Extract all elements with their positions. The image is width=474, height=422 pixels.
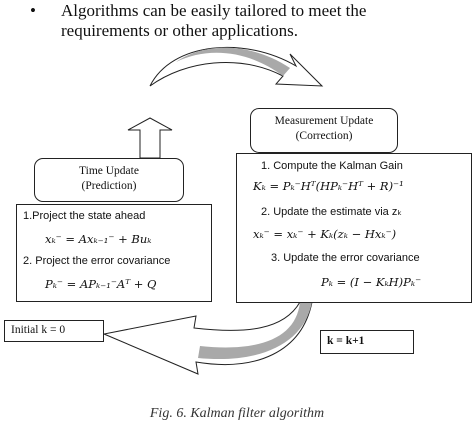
- time-update-body: 1.Project the state ahead xₖ⁻ = Axₖ₋₁⁻ +…: [16, 204, 212, 302]
- measurement-update-header: Measurement Update (Correction): [250, 108, 398, 153]
- initial-k-box: Initial k = 0: [4, 320, 104, 342]
- bullet-symbol: •: [30, 1, 36, 20]
- initial-k-label: Initial k = 0: [11, 324, 66, 336]
- figure-caption: Fig. 6. Kalman filter algorithm: [149, 406, 325, 421]
- mu-eq-update-estimate: xₖ⁻ = xₖ⁻ + Kₖ(zₖ − Hxₖ⁻): [253, 227, 397, 241]
- tu-eq-project-covariance: Pₖ⁻ = APₖ₋₁⁻Aᵀ + Q: [45, 277, 157, 291]
- measurement-update-body: 1. Compute the Kalman Gain Kₖ = Pₖ⁻Hᵀ(HP…: [236, 153, 472, 303]
- tu-step-1: 1.Project the state ahead: [23, 210, 146, 222]
- up-arrow: [127, 117, 173, 159]
- mu-eq-kalman-gain: Kₖ = Pₖ⁻Hᵀ(HPₖ⁻Hᵀ + R)⁻¹: [253, 179, 404, 193]
- mu-step-2: 2. Update the estimate via zₖ: [261, 206, 403, 218]
- top-arrow-shade: [176, 47, 290, 76]
- tu-eq-project-state: xₖ⁻ = Axₖ₋₁⁻ + Buₖ: [45, 232, 152, 246]
- tu-step-2: 2. Project the error covariance: [23, 255, 171, 267]
- time-update-subtitle: (Prediction): [81, 180, 137, 192]
- increment-k-label: k = k+1: [327, 335, 365, 347]
- top-curved-arrow: [149, 46, 324, 87]
- mu-step-3: 3. Update the error covariance: [271, 252, 420, 264]
- measurement-update-title: Measurement Update: [274, 115, 374, 127]
- measurement-update-subtitle: (Correction): [295, 130, 353, 142]
- mu-eq-error-covariance: Pₖ = (I − KₖH)Pₖ⁻: [321, 275, 422, 289]
- bottom-curved-arrow: [102, 301, 313, 375]
- time-update-title: Time Update: [79, 165, 139, 177]
- increment-k-box: k = k+1: [320, 330, 414, 354]
- bullet-line-1: Algorithms can be easily tailored to mee…: [61, 1, 367, 20]
- time-update-header: Time Update (Prediction): [34, 158, 184, 202]
- mu-step-1: 1. Compute the Kalman Gain: [261, 160, 403, 172]
- bullet-line-2: requirements or other applications.: [61, 21, 298, 40]
- bottom-arrow-shade: [198, 302, 312, 360]
